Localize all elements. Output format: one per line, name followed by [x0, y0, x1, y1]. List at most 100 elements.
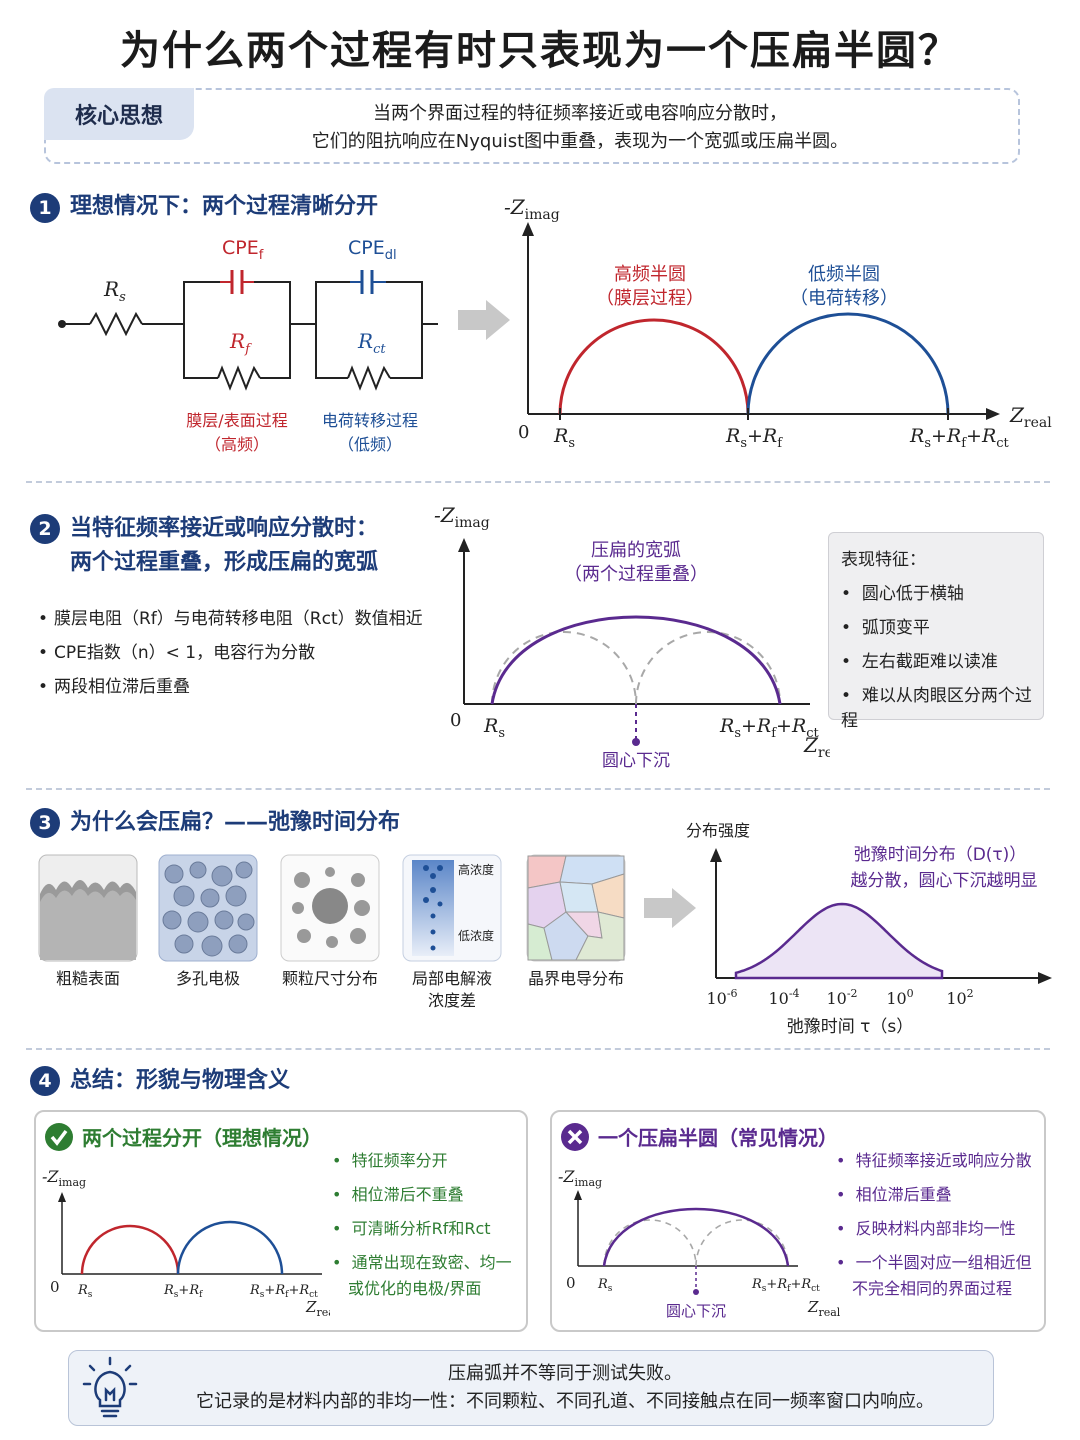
bullet-item: 不完全相同的界面过程	[852, 1279, 1013, 1298]
mini-sunken-center-label: 圆心下沉	[666, 1302, 726, 1320]
core-idea-tag: 核心思想	[44, 88, 194, 140]
label-low-freq: （低频）	[338, 435, 402, 454]
x-axis-label: Zreal	[807, 1298, 840, 1319]
check-icon	[45, 1123, 73, 1151]
section-2-title-line-1: 当特征频率接近或响应分散时：	[70, 516, 379, 541]
tick-rs: Rs	[483, 715, 505, 741]
resistor-rct	[347, 365, 391, 391]
bullet-item: • 特征频率接近或响应分散	[836, 1151, 1032, 1170]
footer-box	[68, 1350, 994, 1426]
grain-boundary-image	[526, 854, 626, 962]
arrow-right-icon	[458, 300, 510, 340]
x-axis-label: Zreal	[803, 733, 830, 761]
section-2-bullets: •膜层电阻（Rf）与电荷转移电阻（Rct）数值相近 •CPE指数（n）< 1，电…	[38, 602, 423, 704]
rs-label: Rs	[103, 277, 126, 305]
section-2-number: 2	[30, 514, 60, 544]
feature-item: • 圆心低于横轴	[841, 584, 964, 604]
dist-tick: 10-6	[706, 987, 737, 1008]
section-divider-2	[26, 788, 1050, 790]
section-1-number: 1	[30, 193, 60, 223]
svg-text:Rs: Rs	[597, 1277, 613, 1294]
electrolyte-gradient-image: 高浓度 低浓度	[402, 854, 502, 962]
hidden-semicircle-2	[635, 631, 781, 705]
mini-depressed-arc	[602, 1207, 790, 1267]
features-box: 表现特征： • 圆心低于横轴 • 弧顶变平 • 左右截距难以读准 • 难以从肉眼…	[828, 532, 1044, 731]
cpe-dl-label: CPEdl	[348, 237, 397, 263]
summary-ideal-plot: -Zimag 0 Rs Rs+Rf Rs+Rf+Rct Zreal	[42, 1167, 330, 1319]
origin-label: 0	[450, 710, 461, 731]
features-heading: 表现特征：	[841, 550, 926, 570]
dist-note-2: 越分散，圆心下沉越明显	[851, 871, 1038, 891]
high-freq-sublabel: （膜层过程）	[596, 288, 704, 309]
arc-label: 压扁的宽弧	[591, 540, 681, 561]
low-freq-sublabel: （电荷转移）	[790, 288, 898, 309]
section-1-title: 理想情况下：两个过程清晰分开	[70, 194, 379, 219]
hidden-semicircle-1	[491, 631, 637, 705]
x-axis-label: Zreal	[1009, 403, 1052, 431]
summary-card-common	[550, 1110, 1046, 1332]
section-3-title: 为什么会压扁？——弛豫时间分布	[70, 810, 401, 835]
x-axis-label: Zreal	[305, 1298, 330, 1319]
bullet-item: •膜层电阻（Rf）与电荷转移电阻（Rct）数值相近	[38, 609, 423, 629]
rf-label: Rf	[229, 329, 252, 357]
dist-x-label: 弛豫时间 τ（s）	[787, 1017, 914, 1037]
footer-line-2: 它记录的是材料内部的非均一性：不同颗粒、不同孔道、不同接触点在同一频率窗口内响应…	[196, 1391, 934, 1412]
label-high-freq: （高频）	[205, 435, 269, 454]
bullet-item: • 相位滞后重叠	[836, 1185, 952, 1204]
bullet-item: •两段相位滞后重叠	[38, 677, 190, 697]
cross-icon	[561, 1123, 589, 1151]
bullet-item: •CPE指数（n）< 1，电容行为分散	[38, 643, 316, 663]
bullet-item: 或优化的电极/界面	[348, 1279, 482, 1298]
page-title: 为什么两个过程有时只表现为一个压扁半圆？	[120, 28, 960, 74]
lightbulb-icon	[82, 1356, 138, 1418]
rough-surface-image	[38, 854, 138, 962]
y-axis-label: -Zimag	[504, 195, 560, 223]
core-idea-text: 当两个界面过程的特征频率接近或电容响应分散时， 它们的阻抗响应在Nyquist图…	[200, 100, 960, 156]
cpe-f-label: CPEf	[222, 237, 264, 263]
electrolyte-gradient-label-1: 局部电解液	[411, 969, 492, 988]
depressed-arc	[490, 615, 782, 705]
section-divider-1	[26, 481, 1050, 483]
section-divider-3	[26, 1048, 1050, 1050]
feature-item: • 左右截距难以读准	[841, 652, 998, 672]
bullet-item: • 可清晰分析Rf和Rct	[332, 1219, 491, 1238]
summary-common-heading: 一个压扁半圆（常见情况）	[598, 1126, 838, 1150]
label-charge-transfer: 电荷转移过程	[322, 411, 418, 430]
bullet-item: • 相位滞后不重叠	[332, 1185, 464, 1204]
dist-tick: 10-4	[768, 987, 799, 1008]
electrolyte-gradient-label-2: 浓度差	[427, 991, 476, 1010]
bullet-item: • 特征频率分开	[332, 1151, 448, 1170]
relaxation-distribution-plot: 分布强度 弛豫时间分布（D(τ)） 越分散，圆心下沉越明显 10-6 10-4 …	[686, 821, 1052, 1037]
porous-electrode-image	[158, 854, 258, 962]
low-freq-semicircle	[746, 312, 950, 415]
high-concentration-label: 高浓度	[458, 862, 494, 877]
tick-rs-rf: Rs+Rf	[725, 425, 783, 451]
section-4-title: 总结：形貌与物理含义	[70, 1068, 291, 1093]
summary-common-plot: -Zimag 0 Rs Rs+Rf+Rct 圆心下沉 Zreal	[558, 1167, 840, 1320]
y-axis-label: -Zimag	[558, 1167, 602, 1189]
high-freq-label: 高频半圆	[614, 264, 686, 285]
porous-electrode-label: 多孔电极	[175, 969, 240, 988]
tick-rs-rf-rct: Rs+Rf+Rct	[909, 425, 1010, 451]
mini-low-freq-semicircle	[176, 1220, 284, 1275]
core-idea-line-1: 当两个界面过程的特征频率接近或电容响应分散时，	[373, 103, 787, 124]
y-axis-label: -Zimag	[434, 503, 490, 531]
bullet-item: • 一个半圆对应一组相近但	[836, 1253, 1032, 1272]
section-3-number: 3	[30, 808, 60, 838]
equivalent-circuit: Rs CPEf Rf CPEdl Rct 膜层/表面过程 （高频） 电荷转移过程…	[58, 237, 438, 454]
svg-text:Rs+Rf+Rct: Rs+Rf+Rct	[249, 1283, 318, 1300]
rct-label: Rct	[357, 329, 386, 357]
nyquist-ideal-plot: -Zimag Zreal 0 高频半圆 （膜层过程） 低频半圆 （电荷转移） R…	[504, 195, 1052, 451]
dist-note-1: 弛豫时间分布（D(τ)）	[854, 845, 1027, 865]
dist-tick: 10-2	[826, 987, 857, 1008]
sunken-center-marker	[632, 738, 640, 746]
dist-tick: 102	[946, 987, 973, 1008]
origin-label: 0	[50, 1278, 60, 1296]
summary-ideal-heading: 两个过程分开（理想情况）	[82, 1126, 322, 1150]
particle-size-image	[280, 854, 380, 962]
electrolyte-gradient-label: 局部电解液 浓度差	[394, 968, 510, 1012]
feature-item: • 弧顶变平	[841, 618, 930, 638]
arrow-right-icon	[644, 888, 696, 928]
core-idea-line-2: 它们的阻抗响应在Nyquist图中重叠，表现为一个宽弧或压扁半圆。	[311, 131, 849, 152]
origin-label: 0	[566, 1274, 576, 1292]
